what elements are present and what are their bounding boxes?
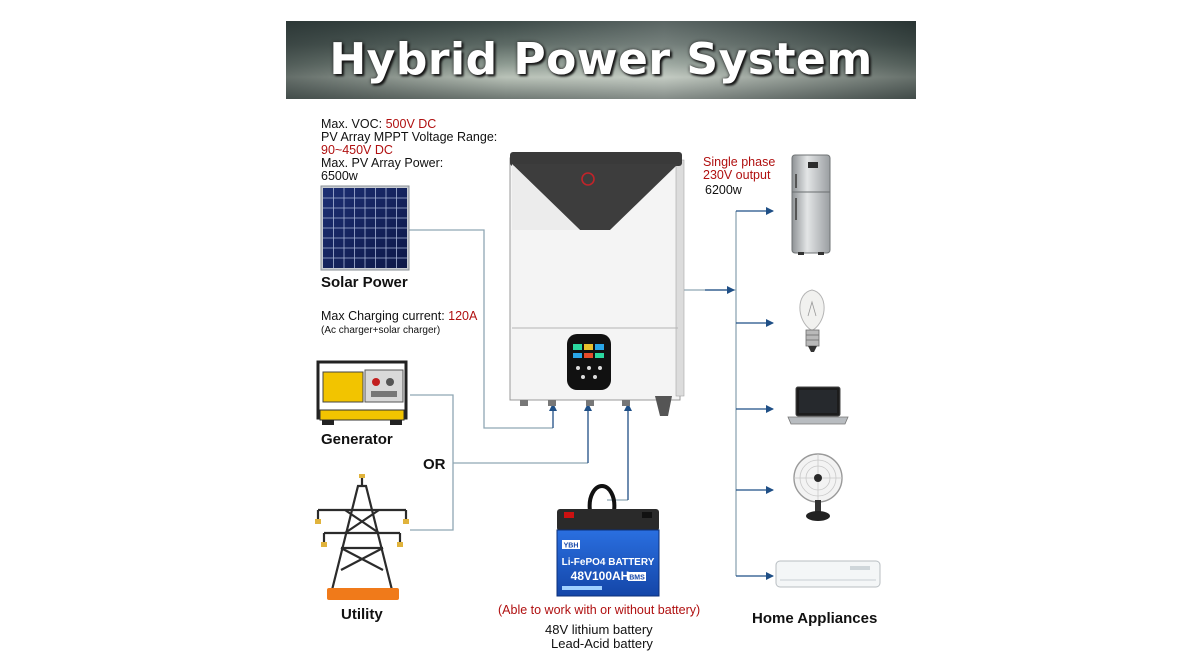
charging-label: Max Charging current: xyxy=(321,309,445,323)
battery-brand: YBH xyxy=(564,543,579,550)
banner-background xyxy=(286,21,916,99)
air-conditioner-icon xyxy=(775,560,881,588)
generator-icon xyxy=(316,360,408,425)
connection-lines xyxy=(409,211,737,576)
mppt-value: 90~450V DC xyxy=(321,143,393,157)
mppt-label: PV Array MPPT Voltage Range: xyxy=(321,130,498,144)
max-voc-line: Max. VOC: 500V DC xyxy=(321,118,436,131)
title-banner: Hybrid Power System xyxy=(286,21,916,99)
battery-icon: YBH Li-FePO4 BATTERY 48V100AH BMS xyxy=(556,483,660,597)
output-phase: Single phase xyxy=(703,155,776,169)
light-bulb-icon xyxy=(799,289,825,352)
utility-tower-insulators xyxy=(315,474,409,547)
battery-bms: BMS xyxy=(629,575,645,582)
charging-note: (Ac charger+solar charger) xyxy=(321,325,441,336)
or-label: OR xyxy=(423,456,446,473)
laptop-icon xyxy=(787,386,849,425)
refrigerator-icon xyxy=(791,154,831,255)
battery-type-lead-acid: Lead-Acid battery xyxy=(551,636,653,651)
charging-value: 120A xyxy=(448,309,478,323)
tower-base xyxy=(327,588,399,600)
home-appliances-label: Home Appliances xyxy=(752,610,878,627)
connection-arrows xyxy=(549,207,774,580)
inverter-icon xyxy=(509,152,685,416)
battery-model-line2: 48V100AH xyxy=(571,569,630,583)
battery-model-line1: Li-FePO4 BATTERY xyxy=(562,557,655,568)
solar-line xyxy=(409,229,553,429)
utility-label: Utility xyxy=(341,606,383,623)
max-voc-label: Max. VOC: xyxy=(321,117,383,131)
battery-type-lithium: 48V lithium battery xyxy=(545,622,653,637)
output-power: 6200w xyxy=(705,183,742,197)
max-voc-value: 500V DC xyxy=(385,117,437,131)
max-power-value: 6500w xyxy=(321,169,358,183)
fan-icon xyxy=(793,453,843,521)
max-power-label: Max. PV Array Power: xyxy=(321,156,444,170)
page-title: Hybrid Power System xyxy=(329,34,873,85)
battery-note: (Able to work with or without battery) xyxy=(498,603,701,617)
charging-line: Max Charging current: 120A xyxy=(321,310,477,323)
solar-panel-icon xyxy=(320,185,410,271)
output-voltage: 230V output xyxy=(703,168,771,182)
solar-power-label: Solar Power xyxy=(321,274,408,291)
generator-label: Generator xyxy=(321,431,393,448)
utility-tower-icon xyxy=(316,476,408,591)
